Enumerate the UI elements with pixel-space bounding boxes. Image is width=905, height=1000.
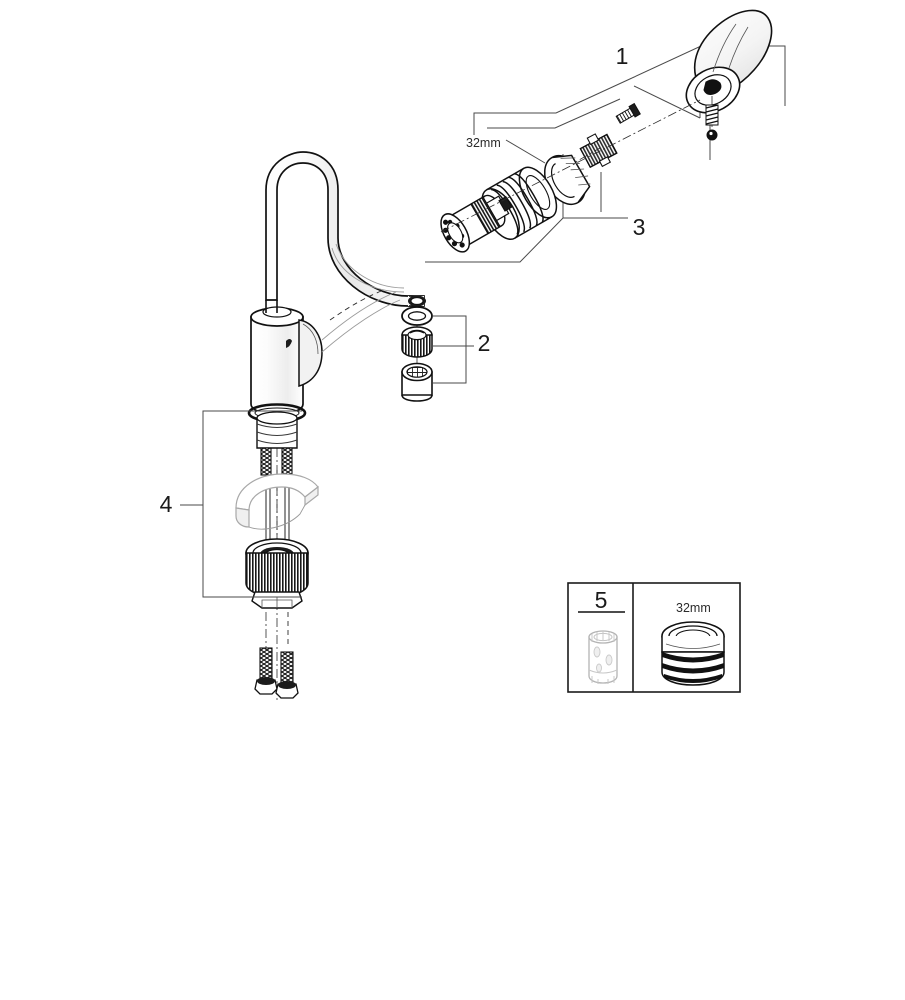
cartridge-axis — [440, 99, 701, 233]
flexible-hoses-part — [254, 647, 299, 699]
callout-number-3: 3 — [633, 214, 646, 240]
spout-body-part — [250, 151, 426, 415]
cartridge-thumb-part — [661, 621, 725, 686]
callout-number-4: 4 — [160, 491, 173, 517]
handle-spring-part — [705, 96, 719, 141]
aerator-group — [401, 306, 474, 402]
dimension-label-cartridge: 32mm — [466, 136, 501, 150]
cap-ring-part — [543, 154, 591, 205]
fixing-nut-part — [245, 538, 309, 609]
lever-handle-part — [685, 9, 773, 114]
callout-number-1: 1 — [616, 43, 629, 69]
sealing-washer-part — [235, 473, 319, 530]
inset-box — [567, 582, 741, 693]
mounting-group — [180, 403, 319, 700]
flow-restrictor-part — [588, 630, 618, 684]
aerator-oring-part — [401, 306, 433, 326]
cartridge-32mm-part — [440, 139, 546, 253]
aerator-insert-part — [401, 326, 433, 358]
callout-number-5: 5 — [595, 587, 608, 613]
aerator-housing-part — [401, 362, 433, 402]
callout-number-2: 2 — [478, 330, 491, 356]
grub-screw-part — [615, 102, 641, 124]
threaded-shank-part — [256, 411, 298, 449]
dimension-label-boxed-cartridge: 32mm — [676, 601, 711, 615]
